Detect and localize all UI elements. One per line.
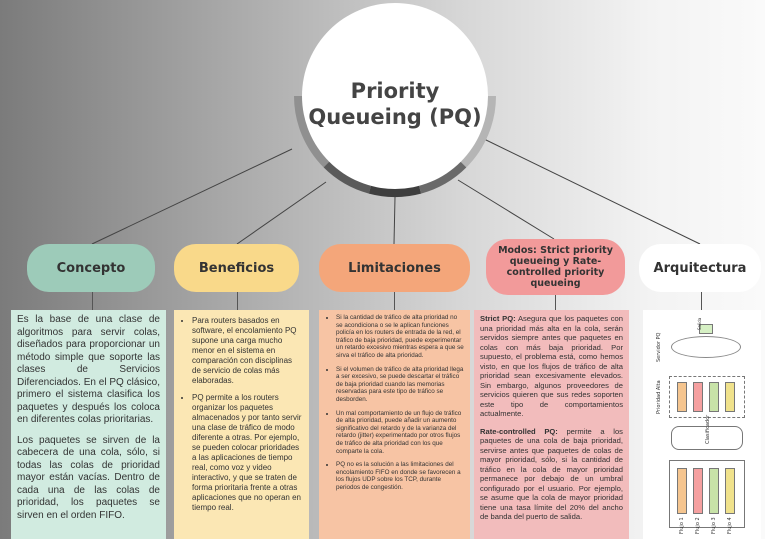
beneficios-box: Para routers basados en software, el enc… xyxy=(174,310,309,539)
connector-arquitectura xyxy=(483,138,701,245)
arquitectura-heading: Arquitectura xyxy=(639,244,761,292)
queue-4 xyxy=(725,382,735,412)
limitaciones-list: Si la cantidad de tráfico de alta priori… xyxy=(324,314,465,491)
flow-1-bar xyxy=(677,468,687,514)
flow-3-bar xyxy=(709,468,719,514)
flow-4-label: Flujo 4 xyxy=(727,517,733,534)
limitaciones-heading: Limitaciones xyxy=(319,244,470,292)
queue-2 xyxy=(693,382,703,412)
strict-pq-paragraph: Strict PQ: Asegura que los paquetes con … xyxy=(480,314,623,419)
limitaciones-item: Si la cantidad de tráfico de alta priori… xyxy=(336,314,465,360)
rate-pq-text: permite a los paquetes de una cola de ba… xyxy=(480,426,623,522)
priority-label: Prioridad Alta xyxy=(656,380,662,414)
concepto-paragraph-1: Es la base de una clase de algoritmos pa… xyxy=(17,314,160,425)
connector-concepto-box xyxy=(92,292,93,310)
queue-1 xyxy=(677,382,687,412)
connector-limitaciones xyxy=(393,196,396,245)
flow-3-label: Flujo 3 xyxy=(711,517,717,534)
flow-2-label: Flujo 2 xyxy=(695,517,701,534)
output-label: Salida xyxy=(697,317,702,330)
strict-pq-label: Strict PQ: xyxy=(480,314,516,323)
queue-3 xyxy=(709,382,719,412)
classifier-box xyxy=(671,426,743,450)
beneficios-list: Para routers basados en software, el enc… xyxy=(180,316,303,513)
server-ring xyxy=(671,336,741,358)
priority-queues xyxy=(669,376,745,418)
limitaciones-item: Si el volumen de tráfico de alta priorid… xyxy=(336,366,465,404)
flows-frame xyxy=(669,460,745,528)
output-block xyxy=(699,324,713,334)
server-label: Servidor PQ xyxy=(656,332,662,362)
connector-modos xyxy=(457,179,555,240)
diagram-title: Priority Queueing (PQ) xyxy=(308,79,482,129)
classifier-label: Clasificador xyxy=(705,414,711,444)
limitaciones-item: PQ no es la solución a las limitaciones … xyxy=(336,461,465,491)
concepto-box: Es la base de una clase de algoritmos pa… xyxy=(11,310,166,539)
beneficios-item: Para routers basados en software, el enc… xyxy=(192,316,303,386)
rate-pq-paragraph: Rate-controlled PQ: permite a los paquet… xyxy=(480,427,623,522)
connector-concepto xyxy=(91,148,293,245)
strict-pq-text: Asegura que los paquetes con una priorid… xyxy=(480,314,623,418)
flow-1-label: Flujo 1 xyxy=(679,517,685,534)
concepto-paragraph-2: Los paquetes se sirven de la cabecera de… xyxy=(17,434,160,521)
flow-4-bar xyxy=(725,468,735,514)
connector-arquitectura-box xyxy=(701,292,702,310)
beneficios-heading: Beneficios xyxy=(174,244,299,292)
limitaciones-item: Un mal comportamiento de un flujo de trá… xyxy=(336,410,465,456)
beneficios-item: PQ permite a los routers organizar los p… xyxy=(192,393,303,513)
flow-2-bar xyxy=(693,468,703,514)
limitaciones-box: Si la cantidad de tráfico de alta priori… xyxy=(319,310,470,539)
connector-modos-box xyxy=(555,295,556,310)
connector-beneficios-box xyxy=(237,292,238,310)
modos-heading: Modos: Strict priority queueing y Rate-c… xyxy=(486,239,625,295)
connector-limitaciones-box xyxy=(394,292,395,310)
arquitectura-box: Servidor PQ Salida Prioridad Alta Clasif… xyxy=(643,310,761,539)
connector-beneficios xyxy=(236,181,327,245)
title-circle xyxy=(294,3,496,198)
modos-box: Strict PQ: Asegura que los paquetes con … xyxy=(474,310,629,539)
rate-pq-label: Rate-controlled PQ: xyxy=(480,426,558,436)
concepto-heading: Concepto xyxy=(27,244,155,292)
